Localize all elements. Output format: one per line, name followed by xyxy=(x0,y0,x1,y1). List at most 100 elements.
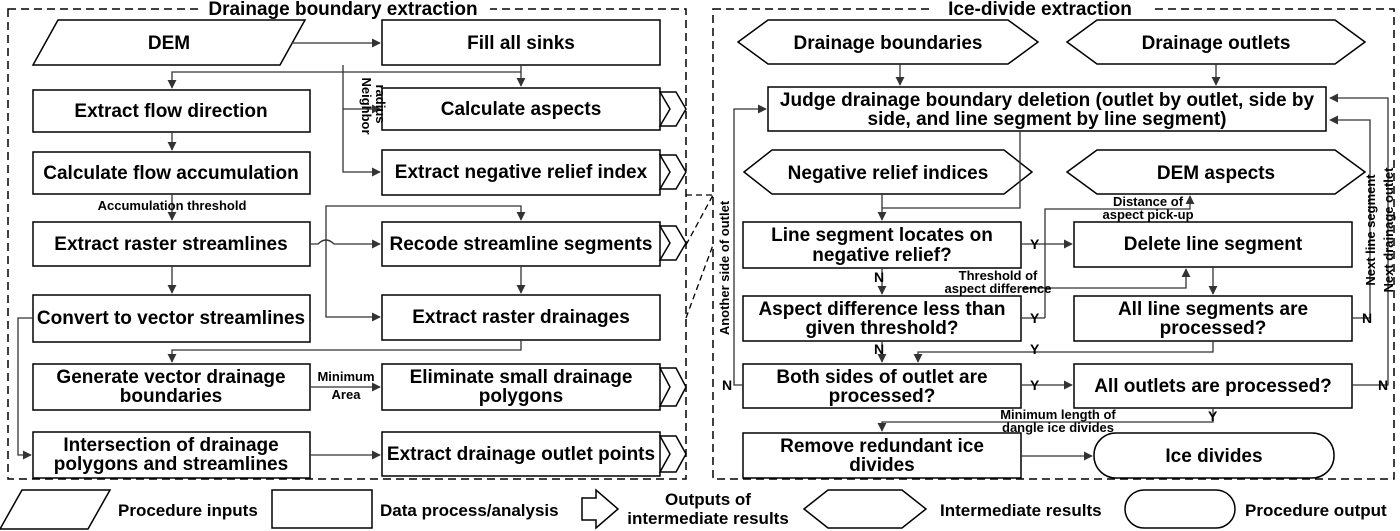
svg-text:Intermediate results: Intermediate results xyxy=(940,501,1102,520)
svg-text:Generate vector drainage: Generate vector drainage xyxy=(56,367,285,388)
yes-label: Y xyxy=(1030,377,1040,393)
svg-text:negative relief?: negative relief? xyxy=(812,245,951,266)
label-minimum-length: Minimum length of xyxy=(1000,407,1116,422)
node-eliminate-polygons: Eliminate small drainage polygons xyxy=(381,363,661,411)
svg-text:Negative relief indices: Negative relief indices xyxy=(788,163,989,184)
legend-procedure-inputs: Procedure inputs xyxy=(0,489,258,530)
right-panel-title: Ice-divide extraction xyxy=(948,0,1132,20)
node-intersection: Intersection of drainage polygons and st… xyxy=(32,431,311,479)
label-minimum-area-2: Area xyxy=(332,387,362,402)
yes-label: Y xyxy=(1030,236,1040,252)
label-minimum-area: Minimum xyxy=(317,369,374,384)
node-drainage-boundaries: Drainage boundaries xyxy=(736,19,1040,65)
svg-text:polygons: polygons xyxy=(479,386,563,407)
svg-text:processed?: processed? xyxy=(829,386,936,407)
yes-label: Y xyxy=(1030,341,1040,357)
svg-text:Both sides of outlet are: Both sides of outlet are xyxy=(776,367,987,388)
svg-text:Convert to vector streamlines: Convert to vector streamlines xyxy=(37,308,305,329)
svg-text:DEM aspects: DEM aspects xyxy=(1157,163,1275,184)
svg-text:Intersection of drainage: Intersection of drainage xyxy=(63,435,278,456)
output-arrow-icon xyxy=(658,91,687,473)
legend-procedure-output: Procedure output xyxy=(1124,489,1387,529)
svg-text:Aspect difference less than: Aspect difference less than xyxy=(758,299,1005,320)
label-threshold-aspect-2: aspect difference xyxy=(945,281,1052,296)
label-threshold-aspect: Threshold of xyxy=(959,268,1038,283)
label-neighbor-radius-2: radius xyxy=(373,84,388,123)
label-next-drainage-outlet: Next drainage outlet xyxy=(1381,167,1396,293)
svg-text:Extract negative relief index: Extract negative relief index xyxy=(395,162,648,183)
node-line-on-negative: Line segment locates on negative relief? xyxy=(742,221,1022,269)
node-vector-streamlines: Convert to vector streamlines xyxy=(32,294,311,343)
node-flow-direction: Extract flow direction xyxy=(32,89,311,133)
svg-text:Ice divides: Ice divides xyxy=(1165,446,1262,467)
svg-text:Eliminate small drainage: Eliminate small drainage xyxy=(410,367,633,388)
svg-text:processed?: processed? xyxy=(1160,318,1267,339)
svg-text:Extract raster streamlines: Extract raster streamlines xyxy=(54,234,287,255)
no-label: N xyxy=(874,269,884,285)
label-minimum-length-2: dangle ice divides xyxy=(1002,420,1114,435)
svg-text:Drainage outlets: Drainage outlets xyxy=(1142,33,1291,54)
right-panel-connectors xyxy=(733,64,1389,461)
svg-text:Extract drainage outlet points: Extract drainage outlet points xyxy=(387,444,655,465)
svg-text:Extract flow direction: Extract flow direction xyxy=(74,101,267,122)
svg-text:Line segment locates on: Line segment locates on xyxy=(771,225,993,246)
no-label: N xyxy=(722,377,732,393)
node-aspect-difference: Aspect difference less than given thresh… xyxy=(742,295,1022,342)
svg-text:Extract raster drainages: Extract raster drainages xyxy=(412,307,630,328)
label-another-side: Another side of outlet xyxy=(717,200,732,335)
label-next-line-segment: Next line segment xyxy=(1363,174,1378,286)
svg-text:intermediate results: intermediate results xyxy=(627,509,789,528)
svg-text:All line segments are: All line segments are xyxy=(1118,299,1308,320)
yes-label: Y xyxy=(1208,408,1218,424)
svg-text:Procedure output: Procedure output xyxy=(1245,501,1387,520)
label-accumulation-threshold: Accumulation threshold xyxy=(98,198,247,213)
node-all-outlets: All outlets are processed? xyxy=(1073,363,1353,409)
no-label: N xyxy=(874,341,884,357)
node-raster-drainages: Extract raster drainages xyxy=(381,294,661,341)
svg-text:boundaries: boundaries xyxy=(120,386,222,407)
yes-label: Y xyxy=(1030,310,1040,326)
node-raster-streamlines: Extract raster streamlines xyxy=(32,221,311,267)
svg-text:Outputs of: Outputs of xyxy=(665,490,751,509)
svg-text:Delete line segment: Delete line segment xyxy=(1124,234,1303,255)
legend-outputs-intermediate: Outputs of intermediate results xyxy=(581,488,789,530)
no-label: N xyxy=(1378,377,1388,393)
no-label: N xyxy=(1362,310,1372,326)
node-drainage-outlets: Drainage outlets xyxy=(1065,19,1367,65)
node-all-segments: All line segments are processed? xyxy=(1073,295,1353,342)
svg-text:All outlets are processed?: All outlets are processed? xyxy=(1094,376,1332,397)
node-fill-sinks: Fill all sinks xyxy=(381,19,661,66)
svg-text:Calculate flow accumulation: Calculate flow accumulation xyxy=(43,163,299,184)
label-distance-pickup-2: aspect pick-up xyxy=(1102,207,1193,222)
node-recode-segments: Recode streamline segments xyxy=(381,221,661,267)
svg-text:Drainage boundaries: Drainage boundaries xyxy=(794,33,983,54)
node-both-sides: Both sides of outlet are processed? xyxy=(742,363,1022,409)
svg-text:Calculate aspects: Calculate aspects xyxy=(441,99,602,120)
svg-text:polygons and streamlines: polygons and streamlines xyxy=(54,454,288,475)
node-negative-relief-indices: Negative relief indices xyxy=(742,149,1034,195)
svg-text:Procedure inputs: Procedure inputs xyxy=(118,501,258,520)
left-panel-title: Drainage boundary extraction xyxy=(208,0,477,20)
svg-text:side, and line segment by line: side, and line segment by line segment) xyxy=(868,109,1227,130)
legend-intermediate-results: Intermediate results xyxy=(802,489,1102,529)
node-outlet-points: Extract drainage outlet points xyxy=(381,431,661,477)
svg-text:Fill all sinks: Fill all sinks xyxy=(467,33,575,54)
node-aspects: Calculate aspects xyxy=(381,87,661,131)
left-panel-connectors xyxy=(17,38,526,460)
svg-text:given threshold?: given threshold? xyxy=(805,318,958,339)
label-neighbor-radius: Neighbor xyxy=(359,77,374,134)
node-negative-relief: Extract negative relief index xyxy=(381,149,661,196)
node-flow-accumulation: Calculate flow accumulation xyxy=(32,151,311,195)
node-remove-redundant: Remove redundant ice divides xyxy=(742,432,1022,479)
panel-bridge xyxy=(685,194,714,319)
svg-text:Judge drainage boundary deleti: Judge drainage boundary deletion (outlet… xyxy=(780,90,1315,111)
svg-text:Data process/analysis: Data process/analysis xyxy=(380,501,559,520)
node-ice-divides: Ice divides xyxy=(1093,432,1335,479)
svg-text:DEM: DEM xyxy=(148,33,190,54)
node-vector-boundaries: Generate vector drainage boundaries xyxy=(32,363,311,411)
svg-text:divides: divides xyxy=(849,455,914,476)
legend-data-process: Data process/analysis xyxy=(271,489,559,529)
label-distance-pickup: Distance of xyxy=(1113,194,1184,209)
node-dem: DEM xyxy=(31,19,307,66)
svg-text:Remove redundant ice: Remove redundant ice xyxy=(780,436,984,457)
